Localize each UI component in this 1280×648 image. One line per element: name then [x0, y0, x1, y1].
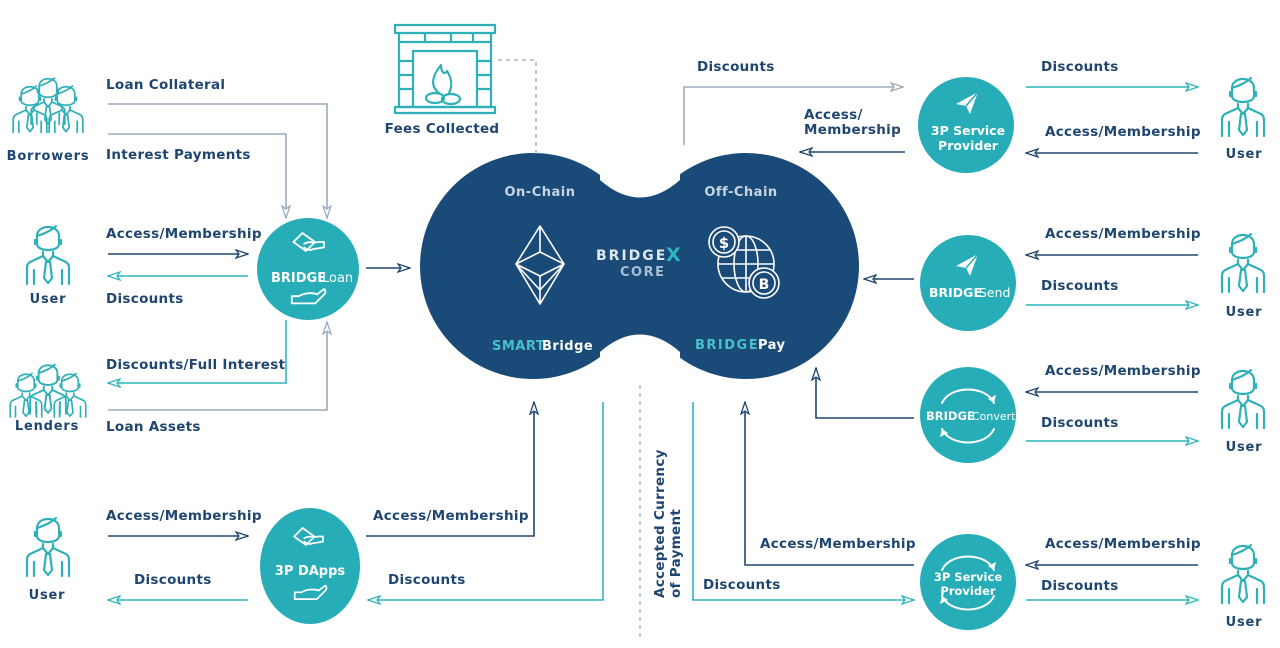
sp-top-line2: Provider: [938, 138, 999, 153]
core-bridge: [600, 180, 680, 350]
user-label: User: [1226, 615, 1263, 630]
bridgepay-suffix: Pay: [758, 338, 786, 353]
discounts-label: Discounts: [1041, 578, 1119, 594]
core-to-sp-bottom-discounts-arrow: [692, 402, 914, 600]
dapps-node[interactable]: 3P DApps: [260, 508, 360, 624]
discounts-label: Discounts: [106, 291, 184, 307]
access-membership-label: Access/Membership: [1045, 536, 1201, 552]
borrowers-icon: [12, 77, 84, 134]
on-chain-label: On-Chain: [505, 185, 576, 200]
sp-bottom-line1: 3P Service: [934, 570, 1002, 584]
on-chain-circle: [420, 153, 646, 379]
bridge-convert-suffix: Convert: [972, 410, 1016, 423]
loan-collateral-arrow: [108, 103, 327, 218]
discounts-label: Discounts: [1041, 59, 1119, 75]
discounts-label: Discounts: [1041, 415, 1119, 431]
access-membership-label: Access/Membership: [106, 508, 262, 524]
lenders-icon: [9, 363, 87, 418]
loan-assets-label: Loan Assets: [106, 419, 201, 435]
discounts-label: Discounts: [703, 577, 781, 593]
sp-top-line1: 3P Service: [931, 123, 1005, 138]
off-chain-label: Off-Chain: [704, 185, 777, 200]
access-membership-label: Access/Membership: [106, 226, 262, 242]
fees-collected-label: Fees Collected: [385, 121, 500, 137]
convert-to-core-arrow: [816, 368, 914, 419]
bridge-convert-prefix: BRIDGE: [926, 409, 975, 423]
bridgex-brand: BRIDGE: [596, 248, 667, 264]
bridge-send-node[interactable]: BRIDGE Send: [920, 235, 1016, 331]
service-provider-top-node[interactable]: 3P Service Provider: [918, 77, 1014, 173]
sp-bottom-to-core-arrow: [745, 402, 914, 566]
user-icon: [1220, 232, 1266, 294]
discounts-label: Discounts: [697, 59, 775, 75]
dapps-label: 3P DApps: [275, 564, 346, 579]
membership-label: Membership: [804, 122, 901, 138]
borrowers-label: Borrowers: [7, 149, 90, 164]
core-to-dapps-arrow: [368, 402, 604, 600]
access-membership-label: Access/Membership: [760, 536, 916, 552]
svg-text:Accepted Currency: Accepted Currency: [652, 449, 668, 598]
bridge-loan-suffix: Loan: [322, 271, 353, 286]
loan-assets-arrow: [108, 322, 327, 411]
fireplace-icon: [393, 23, 497, 115]
user-icon: [1220, 76, 1266, 138]
dollar-glyph: $: [719, 234, 729, 252]
accepted-currency-label: Accepted Currency of Payment: [652, 449, 684, 598]
discounts-full-interest-arrow: [108, 320, 287, 383]
bridgepay-prefix: BRIDGE: [695, 338, 759, 353]
loan-collateral-label: Loan Collateral: [106, 77, 225, 93]
discounts-label: Discounts: [134, 572, 212, 588]
bridge-convert-node[interactable]: BRIDGE Convert: [920, 367, 1016, 463]
user-icon: [25, 224, 71, 286]
interest-payments-label: Interest Payments: [106, 147, 251, 163]
svg-text:of Payment: of Payment: [668, 509, 684, 598]
interest-payments-arrow: [108, 133, 286, 218]
service-provider-bottom-node[interactable]: 3P Service Provider: [920, 534, 1016, 630]
user-icon: [25, 516, 71, 578]
discounts-label: Discounts: [1041, 278, 1119, 294]
access-membership-label: Access/Membership: [1045, 363, 1201, 379]
user-label: User: [30, 292, 67, 307]
ethereum-icon: [515, 225, 565, 305]
bridge-loan-node[interactable]: BRIDGE Loan: [257, 218, 359, 320]
bridge-send-suffix: Send: [979, 285, 1010, 300]
globe-coins-icon: [708, 226, 780, 299]
sp-bottom-line2: Provider: [940, 584, 995, 598]
access-slash-label: Access/: [804, 107, 863, 123]
discounts-full-interest-label: Discounts/Full Interest: [106, 357, 286, 373]
bridge-send-prefix: BRIDGE: [929, 285, 982, 300]
bridgex-core-label: CORE: [620, 265, 665, 280]
discounts-label: Discounts: [388, 572, 466, 588]
access-membership-label: Access/Membership: [1045, 124, 1201, 140]
access-membership-label: Access/Membership: [373, 508, 529, 524]
lenders-label: Lenders: [15, 419, 79, 434]
access-membership-label: Access/Membership: [1045, 226, 1201, 242]
bridge-loan-prefix: BRIDGE: [271, 271, 326, 286]
bitcoin-glyph: B: [759, 277, 770, 293]
fees-dashed-link: [498, 59, 537, 158]
dapps-to-core-arrow: [366, 402, 534, 537]
user-icon: [1220, 368, 1266, 430]
user-icon: [1220, 543, 1266, 605]
smartbridge-suffix: Bridge: [542, 339, 593, 354]
user-label: User: [1226, 305, 1263, 320]
user-label: User: [29, 588, 66, 603]
core-to-sp-discounts-arrow: [683, 87, 903, 145]
user-label: User: [1226, 147, 1263, 162]
bridgex-x-mark: X: [666, 244, 681, 266]
smartbridge-prefix: SMART: [492, 339, 545, 354]
user-label: User: [1226, 440, 1263, 455]
